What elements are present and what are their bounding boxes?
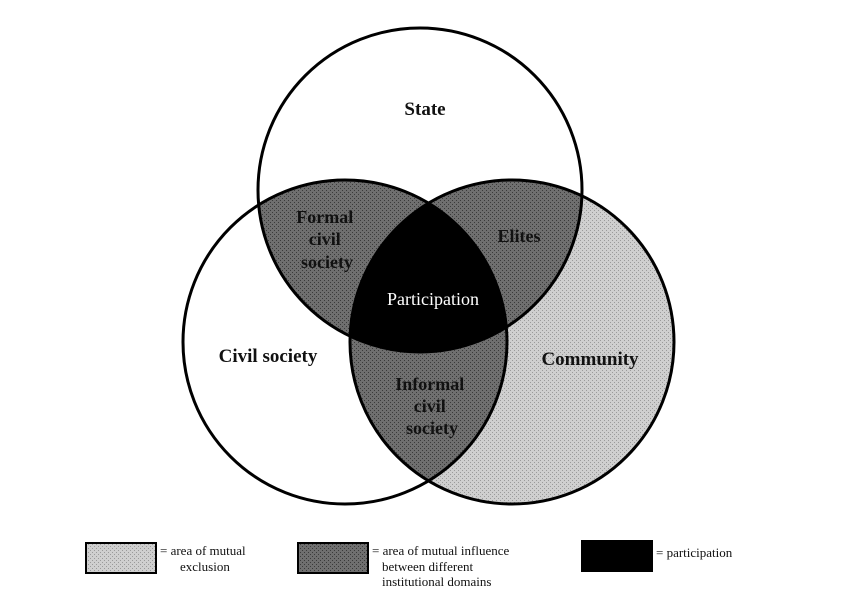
state-label: State — [404, 99, 445, 120]
state-circle — [256, 26, 584, 354]
participation-label: Participation — [387, 289, 479, 309]
legend-text-exclusion: = area of mutual exclusion — [160, 543, 249, 574]
community-label: Community — [541, 349, 639, 370]
legend-swatch-participation — [581, 540, 653, 572]
community-circle — [348, 178, 676, 506]
formal-civil-society-label: Formal civil society — [296, 207, 357, 272]
civil-society-label: Civil society — [219, 346, 318, 367]
legend-text-influence: = area of mutual influence between diffe… — [372, 543, 513, 589]
informal-civil-society-label: Informal civil society — [395, 374, 469, 438]
legend-swatch-exclusion — [85, 542, 157, 574]
participation-region — [350, 180, 507, 352]
legend-swatch-influence — [297, 542, 369, 574]
elites-label: Elites — [498, 226, 541, 246]
legend: = area of mutual exclusion = area of mut… — [85, 540, 733, 589]
civil-society-circle — [181, 178, 509, 506]
legend-text-participation: = participation — [656, 545, 733, 560]
